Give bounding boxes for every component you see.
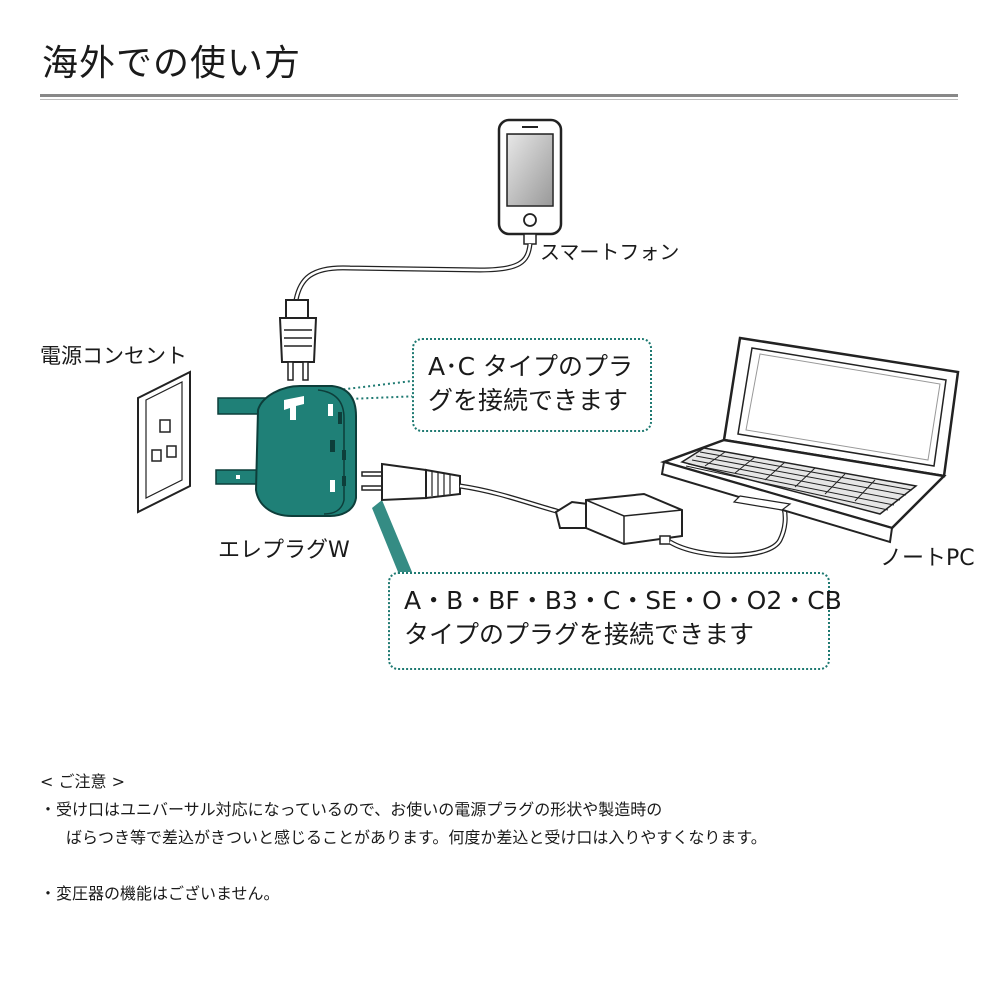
top-callout-line1: A･C タイプのプラ <box>428 352 634 381</box>
top-callout-line2: グを接続できます <box>428 386 629 415</box>
page-title: 海外での使い方 <box>42 43 302 84</box>
smartphone-icon <box>497 118 563 245</box>
adapter-icon <box>215 385 357 517</box>
title-divider-thin <box>40 99 958 100</box>
top-callout: A･C タイプのプラ グを接続できます <box>412 338 652 432</box>
title-divider <box>40 94 958 97</box>
smartphone-label: スマートフォン <box>540 240 680 264</box>
note-item-1-line2: ばらつき等で差込がきついと感じることがあります。何度か差込と受け口は入りやすくな… <box>66 828 767 847</box>
note-item-1-line1: ・受け口はユニバーサル対応になっているので、お使いの電源プラグの形状や製造時の <box>40 800 663 819</box>
bottom-callout: A・B・BF・B3・C・SE・O・O2・CB タイプのプラグを接続できます <box>388 572 842 670</box>
phone-cable <box>293 243 533 301</box>
a-type-plug-icon <box>278 299 318 381</box>
adapter-label: エレプラグW <box>218 538 350 563</box>
bottom-callout-pointer <box>372 500 412 572</box>
outlet-label: 電源コンセント <box>40 344 187 368</box>
laptop-icon <box>659 336 960 544</box>
laptop-plug-icon <box>361 462 461 502</box>
laptop-label: ノートPC <box>880 546 975 571</box>
notes-heading: < ご注意 > <box>40 772 125 791</box>
wall-outlet-icon <box>137 370 191 514</box>
bottom-callout-line2: タイプのプラグを接続できます <box>404 620 755 649</box>
note-item-2: ・変圧器の機能はございません。 <box>40 884 280 903</box>
bottom-callout-line1: A・B・BF・B3・C・SE・O・O2・CB <box>404 586 842 615</box>
power-brick-icon <box>554 492 683 546</box>
notes-section: < ご注意 > ・受け口はユニバーサル対応になっているので、お使いの電源プラグの… <box>40 768 767 908</box>
